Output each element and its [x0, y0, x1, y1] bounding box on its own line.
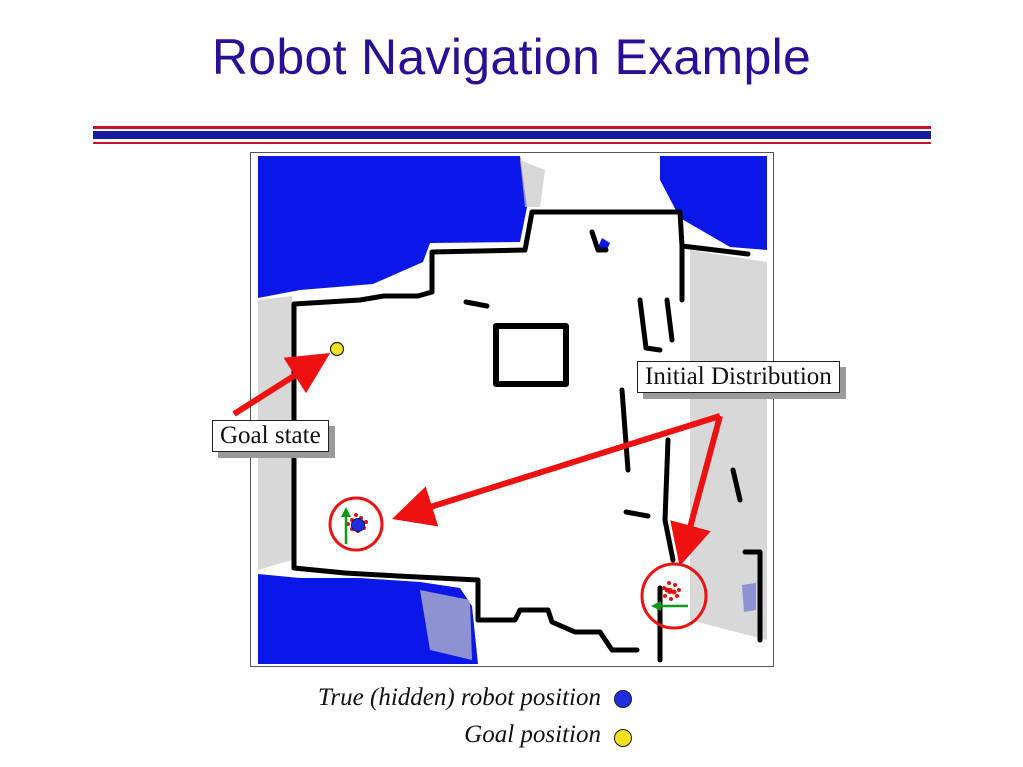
- legend-robot-dot-icon: [614, 690, 632, 708]
- title-rule-red-bottom: [93, 142, 931, 144]
- initial-distribution-callout: Initial Distribution: [637, 361, 840, 393]
- goal-position-marker: [329, 341, 345, 357]
- particle-cluster-right: [662, 581, 681, 601]
- title-rule-blue: [93, 131, 931, 139]
- legend-robot-label: True (hidden) robot position: [317, 684, 601, 711]
- goal-state-arrow: [232, 353, 331, 417]
- initial-distribution-arrow-right: [670, 415, 723, 567]
- slide-title: Robot Navigation Example: [211, 29, 812, 85]
- legend-goal-dot-icon: [614, 729, 632, 747]
- initial-distribution-arrow-left: [391, 413, 721, 527]
- title-rule-red-top: [93, 126, 931, 129]
- legend-goal-label: Goal position: [464, 721, 601, 748]
- particle-ring-left: [328, 496, 384, 552]
- goal-state-callout: Goal state: [212, 420, 329, 452]
- robot-position-marker: [351, 518, 365, 532]
